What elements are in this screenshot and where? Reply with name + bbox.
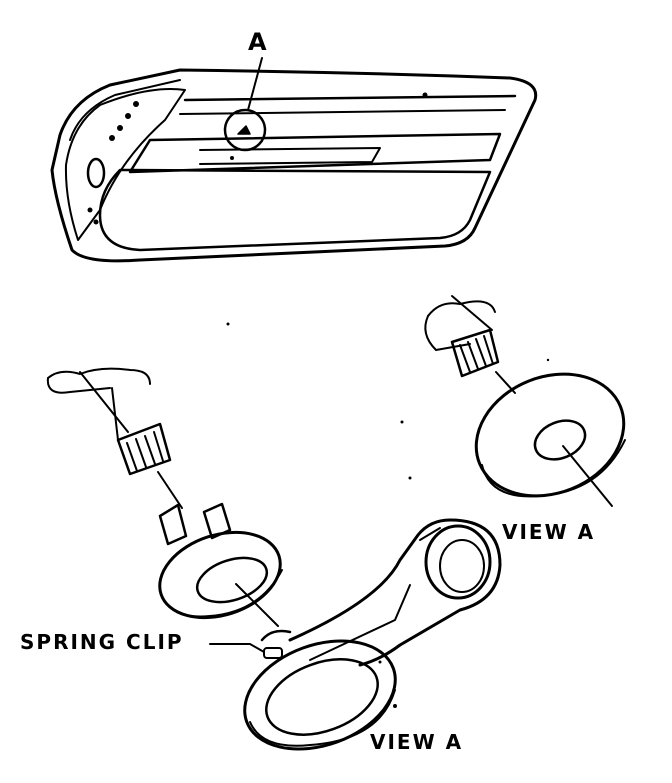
scan-specks	[226, 322, 550, 664]
view-a-label-bottom: VIEW A	[370, 730, 464, 754]
window-crank-assembly	[46, 367, 502, 751]
escutcheon-view	[424, 295, 626, 507]
door-panel	[50, 57, 538, 263]
callout-a-label: A	[248, 28, 269, 56]
spring-clip-label: SPRING CLIP	[20, 630, 184, 654]
view-a-label-top: VIEW A	[502, 520, 596, 544]
